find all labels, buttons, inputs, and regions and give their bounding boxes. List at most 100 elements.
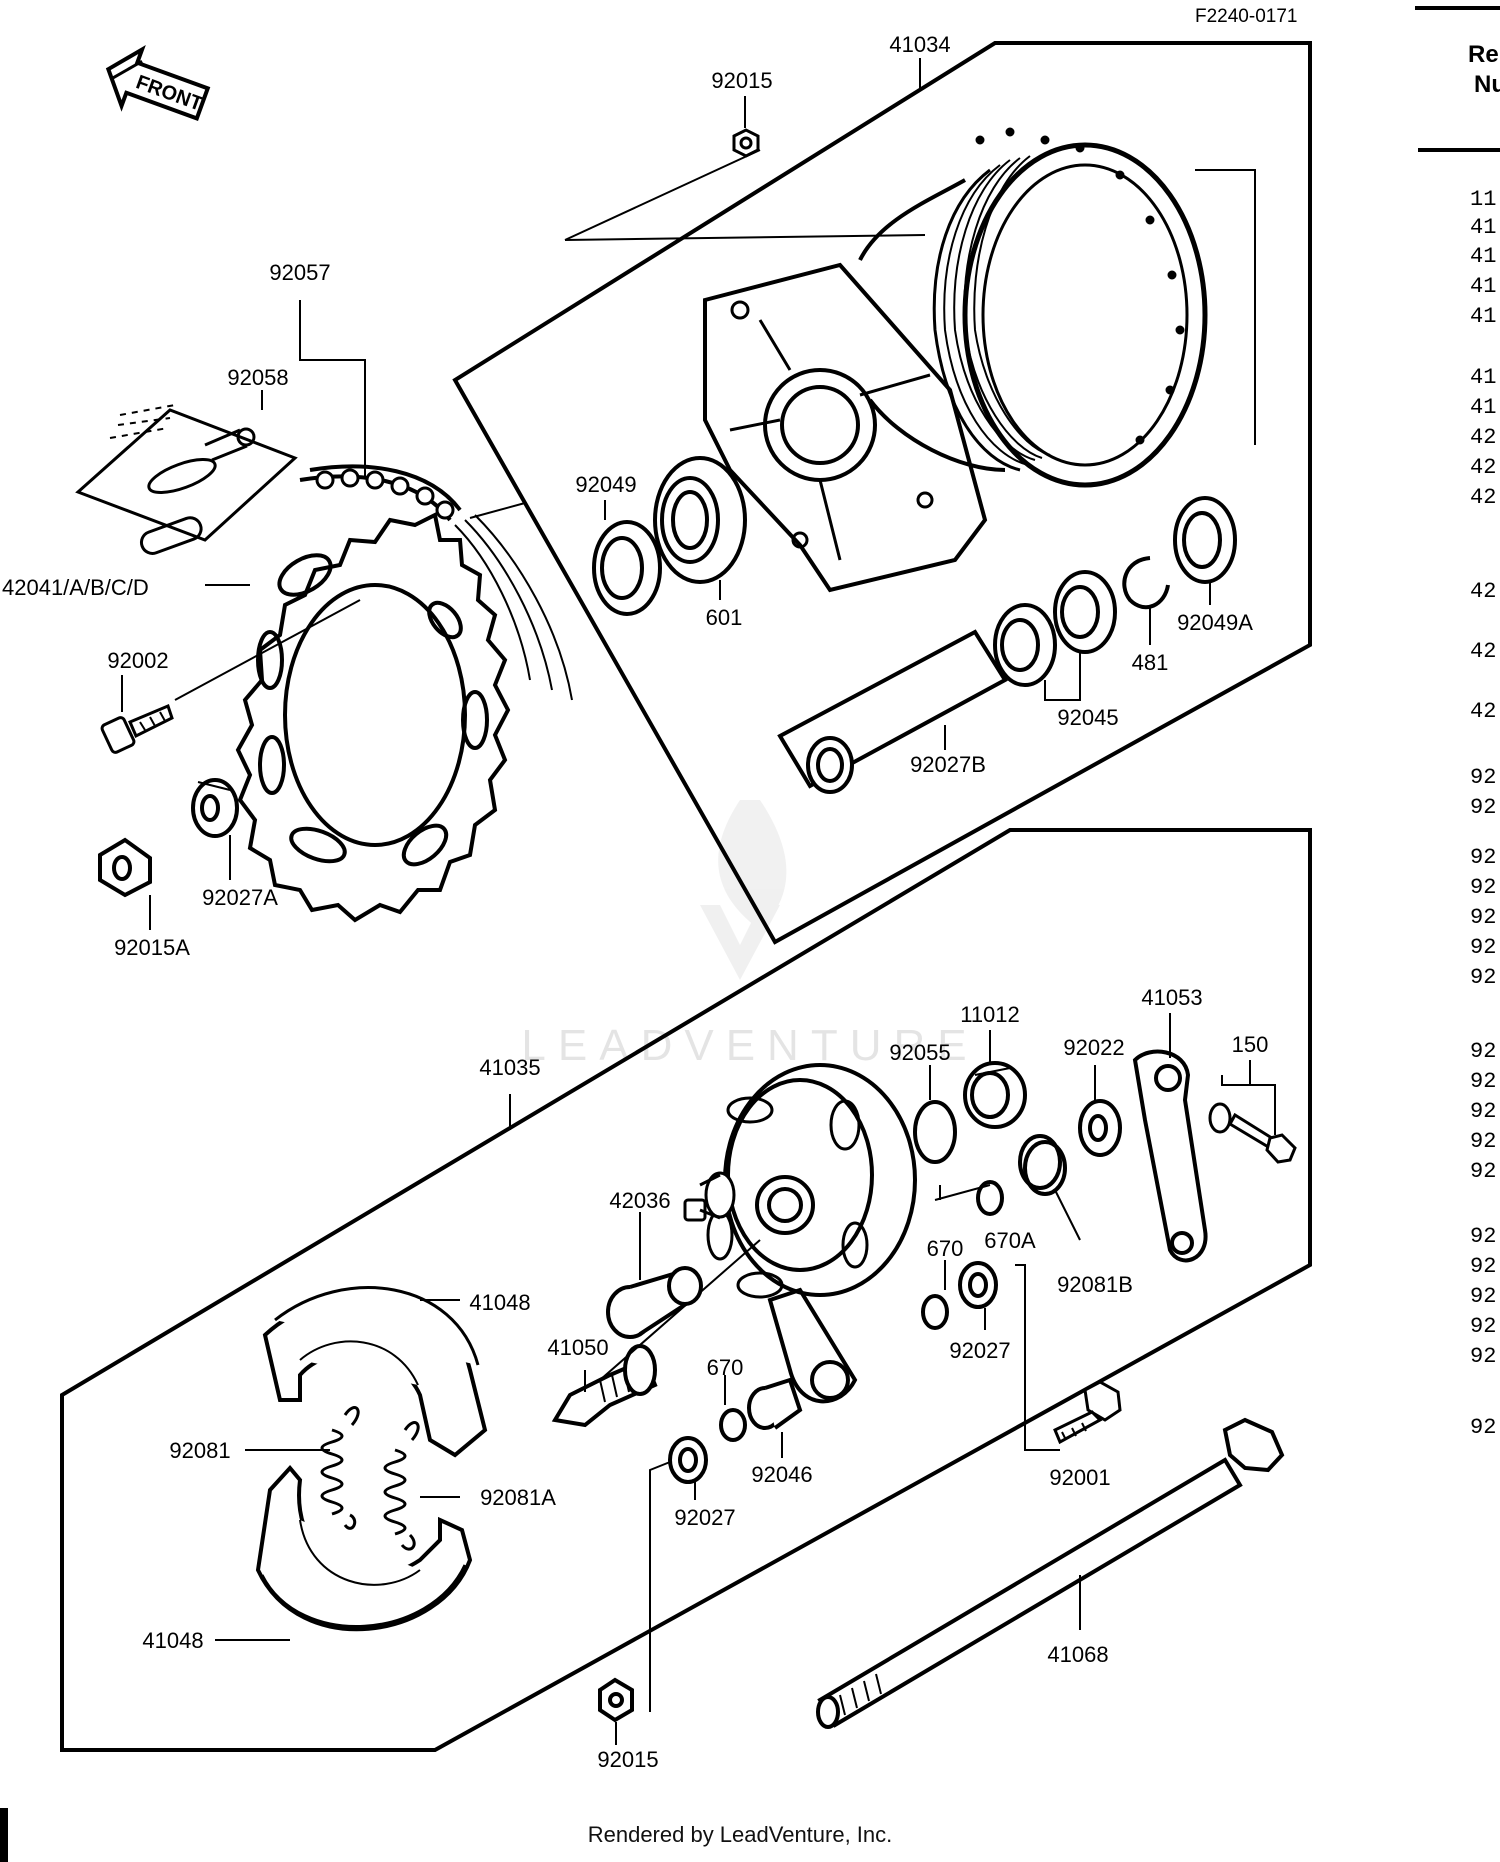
label-92081B: 92081B — [1057, 1272, 1133, 1297]
rear-sprocket — [235, 512, 511, 923]
collar-92027-lower — [668, 1436, 708, 1484]
label-92001: 92001 — [1049, 1465, 1110, 1490]
cam-bushing — [606, 1266, 703, 1339]
brake-panel — [706, 1063, 917, 1404]
rear-axle — [816, 1417, 1285, 1729]
ref-row: 92 — [1470, 875, 1496, 900]
ref-row: 92 — [1470, 1099, 1496, 1124]
label-92015-top: 92015 — [711, 68, 772, 93]
ref-row: 92 — [1470, 1129, 1496, 1154]
label-92049A: 92049A — [1177, 610, 1253, 635]
ref-row: 92 — [1470, 1284, 1496, 1309]
ref-row: 92 — [1470, 1314, 1496, 1339]
lever-bolt-150 — [1208, 1102, 1297, 1164]
label-41053: 41053 — [1141, 985, 1202, 1010]
ref-row: 92 — [1470, 1069, 1496, 1094]
ref-number-column: Re Nu 1141414141414142424242424292929292… — [1415, 6, 1500, 1440]
footer-text: Rendered by LeadVenture, Inc. — [587, 1822, 893, 1847]
label-92055: 92055 — [889, 1040, 950, 1065]
label-92057: 92057 — [269, 260, 330, 285]
drive-chain — [299, 464, 573, 701]
hub-flange — [703, 262, 988, 593]
nut-92015-bottom — [598, 1677, 634, 1723]
label-670A: 670A — [984, 1228, 1036, 1253]
ref-rows: 1141414141414142424242424292929292929292… — [1470, 187, 1496, 1440]
label-92027-lower: 92027 — [674, 1505, 735, 1530]
label-92015-bottom: 92015 — [597, 1747, 658, 1772]
label-41035: 41035 — [479, 1055, 540, 1080]
label-92081A: 92081A — [480, 1485, 556, 1510]
front-arrow-icon: FRONT — [105, 45, 211, 121]
bushing-92046 — [747, 1377, 803, 1430]
label-41050: 41050 — [547, 1335, 608, 1360]
nut-92015-top — [732, 128, 760, 158]
label-92022: 92022 — [1063, 1035, 1124, 1060]
o-ring-670-upper — [921, 1294, 949, 1330]
label-42036: 42036 — [609, 1188, 670, 1213]
shoe-spring-92081A — [383, 1421, 420, 1551]
o-ring-92055 — [913, 1100, 957, 1164]
ref-row: 42 — [1470, 485, 1496, 510]
label-41034: 41034 — [889, 32, 950, 57]
hub-drum — [858, 127, 1208, 488]
collar-92027-upper — [958, 1261, 998, 1309]
label-670-upper: 670 — [927, 1236, 964, 1261]
label-42041: 42041/A/B/C/D — [2, 575, 149, 600]
label-92049: 92049 — [575, 472, 636, 497]
ref-row: 42 — [1470, 579, 1496, 604]
label-92081: 92081 — [169, 1438, 230, 1463]
label-92045: 92045 — [1057, 705, 1118, 730]
ref-header-line1: Re — [1468, 41, 1499, 68]
figure-code: F2240-0171 — [1195, 6, 1297, 27]
ref-row: 92 — [1470, 1224, 1496, 1249]
hub-assembly-outline — [452, 41, 1312, 945]
ref-row: 92 — [1470, 1415, 1496, 1440]
label-92002: 92002 — [107, 648, 168, 673]
brake-shoe-top — [262, 1286, 488, 1458]
ref-row: 42 — [1470, 699, 1496, 724]
label-41048-top: 41048 — [469, 1290, 530, 1315]
brake-assembly-outline — [60, 828, 1312, 1752]
sprocket-bolt — [100, 703, 174, 754]
ref-header-line2: Nu — [1474, 71, 1500, 98]
master-link — [75, 404, 298, 555]
ref-row: 92 — [1470, 905, 1496, 930]
watermark-logo-icon — [700, 800, 787, 980]
spacer-92027B — [777, 629, 1008, 794]
circlip-481 — [1122, 556, 1170, 610]
label-670-lower: 670 — [707, 1355, 744, 1380]
ref-row: 92 — [1470, 1254, 1496, 1279]
ref-row: 92 — [1470, 965, 1496, 990]
label-601: 601 — [706, 605, 743, 630]
ref-row: 42 — [1470, 425, 1496, 450]
brake-shoe-bottom — [255, 1464, 473, 1632]
label-150: 150 — [1232, 1032, 1269, 1057]
ref-row: 92 — [1470, 1039, 1496, 1064]
label-92046: 92046 — [751, 1462, 812, 1487]
washer-92022 — [1078, 1099, 1122, 1157]
anchor-pin-42036 — [683, 1171, 736, 1222]
ref-row: 42 — [1470, 455, 1496, 480]
label-41048-bottom: 41048 — [142, 1628, 203, 1653]
label-92027-upper: 92027 — [949, 1338, 1010, 1363]
watermark-text: LEADVENTURE — [521, 1021, 978, 1070]
footer-credit: Rendered by LeadVenture, Inc. — [0, 1822, 1500, 1848]
ref-row: 92 — [1470, 765, 1496, 790]
ref-row: 11 — [1470, 187, 1496, 212]
page-edge-mark — [0, 1808, 8, 1862]
label-41068: 41068 — [1047, 1642, 1108, 1667]
bearings-92045 — [993, 570, 1117, 687]
seal-11012 — [963, 1061, 1027, 1129]
label-92027A: 92027A — [202, 885, 278, 910]
o-ring-670-lower — [719, 1408, 747, 1442]
oil-seal-92049 — [592, 520, 662, 616]
collar-92027A — [191, 778, 239, 838]
brake-cam-lever — [1132, 1049, 1208, 1263]
ref-row: 92 — [1470, 935, 1496, 960]
return-spring-92081B — [1018, 1134, 1067, 1196]
label-11012: 11012 — [960, 1002, 1020, 1027]
ref-row: 92 — [1470, 795, 1496, 820]
shoe-spring-92081 — [320, 1406, 360, 1530]
